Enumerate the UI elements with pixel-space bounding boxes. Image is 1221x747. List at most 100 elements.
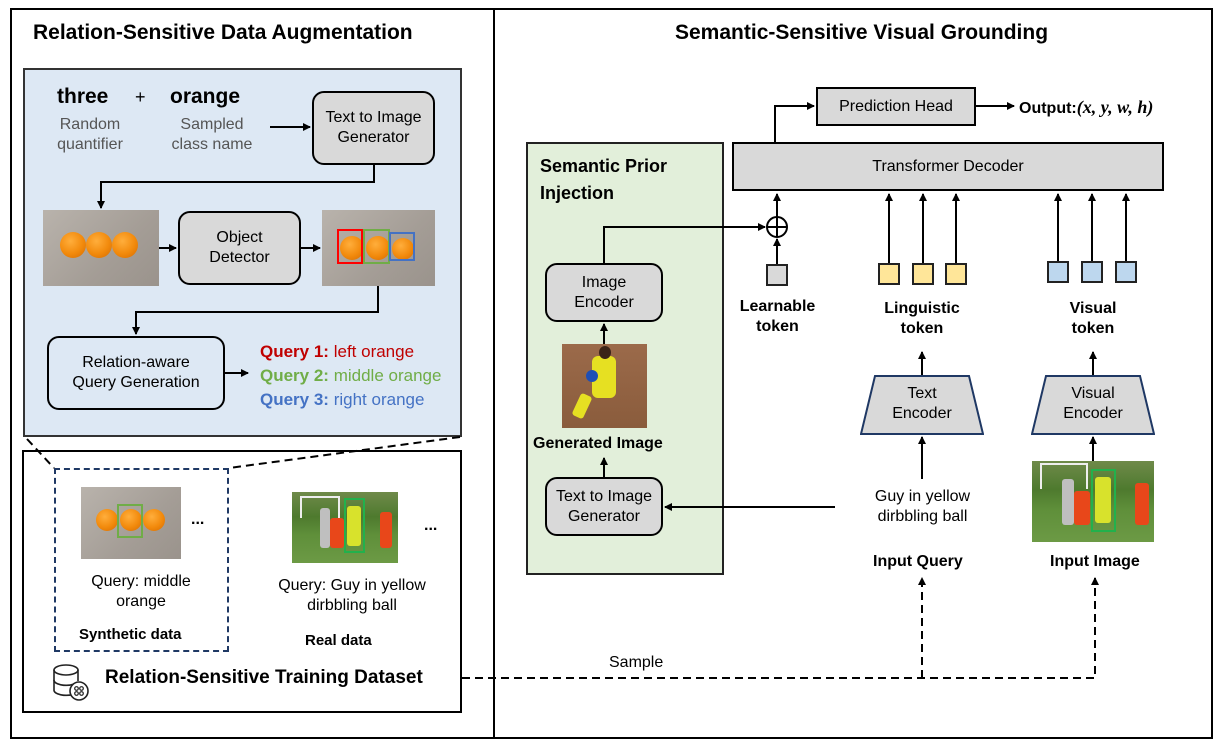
class-caption: Sampled class name (162, 115, 262, 155)
bbox-green (363, 229, 390, 264)
player-orange-right (380, 512, 392, 548)
input-query-text: Guy in yellow dirbbling ball (855, 487, 990, 527)
orange-right (112, 232, 138, 258)
query-1-label: Query 1: (260, 342, 329, 361)
learnable-token (766, 264, 788, 286)
quantifier-caption-line2: quantifier (57, 136, 123, 153)
image-encoder-line1: Image (581, 273, 627, 291)
image-encoder: Image Encoder (545, 263, 663, 322)
bbox-blue (389, 232, 415, 261)
object-detector-line2: Detector (209, 249, 270, 266)
bbox-green (117, 504, 143, 538)
quantifier-caption: Random quantifier (45, 115, 135, 155)
query-generation-line1: Relation-aware (82, 354, 190, 371)
synthetic-query: Query: middle orange (60, 572, 222, 612)
goal-post (300, 496, 340, 518)
input-image (1032, 461, 1154, 542)
player-orange (330, 518, 344, 548)
real-query: Query: Guy in yellow dirbbling ball (262, 576, 442, 616)
right-panel (493, 8, 1213, 739)
synthetic-query-line1: Query: middle (91, 573, 191, 590)
query-2-text: middle orange (328, 366, 442, 385)
linguistic-token-3 (945, 263, 967, 285)
player-white (1062, 479, 1074, 525)
linguistic-token-1 (878, 263, 900, 285)
learnable-token-label-line2: token (756, 318, 799, 335)
orange-left (96, 509, 118, 531)
query-3-text: right orange (328, 390, 425, 409)
synthetic-data-label: Synthetic data (79, 626, 182, 643)
text-encoder-label: Text Encoder (860, 384, 984, 424)
query-2: Query 2: middle orange (260, 364, 441, 388)
visual-encoder: Visual Encoder (1031, 375, 1155, 435)
dataset-title: Relation-Sensitive Training Dataset (105, 667, 423, 688)
orange-middle (86, 232, 112, 258)
orange-middle (120, 509, 142, 531)
linguistic-token-2 (912, 263, 934, 285)
visual-token-label-line1: Visual (1069, 300, 1117, 317)
object-detector: Object Detector (178, 211, 301, 285)
query-2-label: Query 2: (260, 366, 329, 385)
player-orange-right (1135, 483, 1149, 525)
t2i-generator-prior-line2: Generator (567, 507, 641, 525)
query-generation-line2: Query Generation (72, 374, 200, 391)
visual-token-3 (1115, 261, 1137, 283)
query-1-text: left orange (328, 342, 415, 361)
ball (586, 370, 598, 382)
visual-token-1 (1047, 261, 1069, 283)
database-icon (52, 663, 92, 703)
visual-encoder-line2: Encoder (1063, 405, 1123, 422)
input-query-text-line1: Guy in yellow (874, 488, 971, 505)
synthetic-query-line2: orange (116, 593, 166, 610)
real-query-line2: dirbbling ball (307, 597, 397, 614)
bbox-green (1091, 469, 1116, 532)
synthetic-data-group (54, 468, 229, 652)
generated-queries: Query 1: left orange Query 2: middle ora… (260, 340, 441, 412)
orange-left (60, 232, 86, 258)
orange-right (392, 238, 414, 260)
t2i-generator-prior: Text to Image Generator (545, 477, 663, 536)
image-encoder-line2: Encoder (574, 293, 634, 311)
player-leg (571, 392, 593, 420)
orange-right (143, 509, 165, 531)
visual-token-label-line2: token (1071, 320, 1115, 337)
t2i-generator-prior-line1: Text to Image (555, 487, 653, 505)
linguistic-token-label-line1: Linguistic (884, 300, 960, 317)
semantic-prior-title: Semantic Prior Injection (540, 153, 667, 207)
visual-token-label: Visual token (1043, 299, 1143, 339)
text-encoder: Text Encoder (860, 375, 984, 435)
t2i-generator-top-line1: Text to Image (325, 109, 422, 126)
transformer-decoder-label: Transformer Decoder (872, 157, 1024, 175)
quantifier-word: three (57, 85, 109, 108)
visual-token-2 (1081, 261, 1103, 283)
player-head (599, 346, 611, 359)
prediction-head: Prediction Head (816, 87, 976, 126)
bbox-red (337, 229, 363, 264)
player-white (320, 508, 330, 548)
output-prefix: Output: (1019, 100, 1077, 117)
orange-left (340, 236, 364, 260)
prediction-head-label: Prediction Head (839, 97, 953, 115)
goal-post (1040, 463, 1088, 489)
generated-image-label: Generated Image (533, 435, 663, 452)
plus-sign: + (135, 87, 146, 107)
t2i-generator-top-line2: Generator (337, 129, 410, 146)
real-query-line1: Query: Guy in yellow (278, 577, 426, 594)
learnable-token-label: Learnable token (735, 297, 820, 337)
quantifier-caption-line1: Random (59, 116, 121, 133)
real-data-label: Real data (305, 632, 372, 649)
sample-label: Sample (609, 654, 664, 671)
input-image-label: Input Image (1050, 553, 1140, 570)
player-yellow (1095, 477, 1111, 523)
output-value: (x, y, w, h) (1076, 97, 1154, 117)
text-encoder-line1: Text (907, 385, 937, 402)
semantic-prior-title-line2: Injection (540, 183, 615, 203)
input-query-label: Input Query (873, 553, 963, 570)
t2i-generator-top: Text to Image Generator (312, 91, 435, 165)
generated-oranges-image (43, 210, 159, 286)
right-panel-title: Semantic-Sensitive Visual Grounding (675, 21, 1049, 44)
bbox-green (344, 498, 365, 553)
output-label: Output:(x, y, w, h) (1019, 96, 1153, 119)
left-panel-title: Relation-Sensitive Data Augmentation (33, 21, 413, 44)
class-caption-line2: class name (171, 136, 253, 153)
